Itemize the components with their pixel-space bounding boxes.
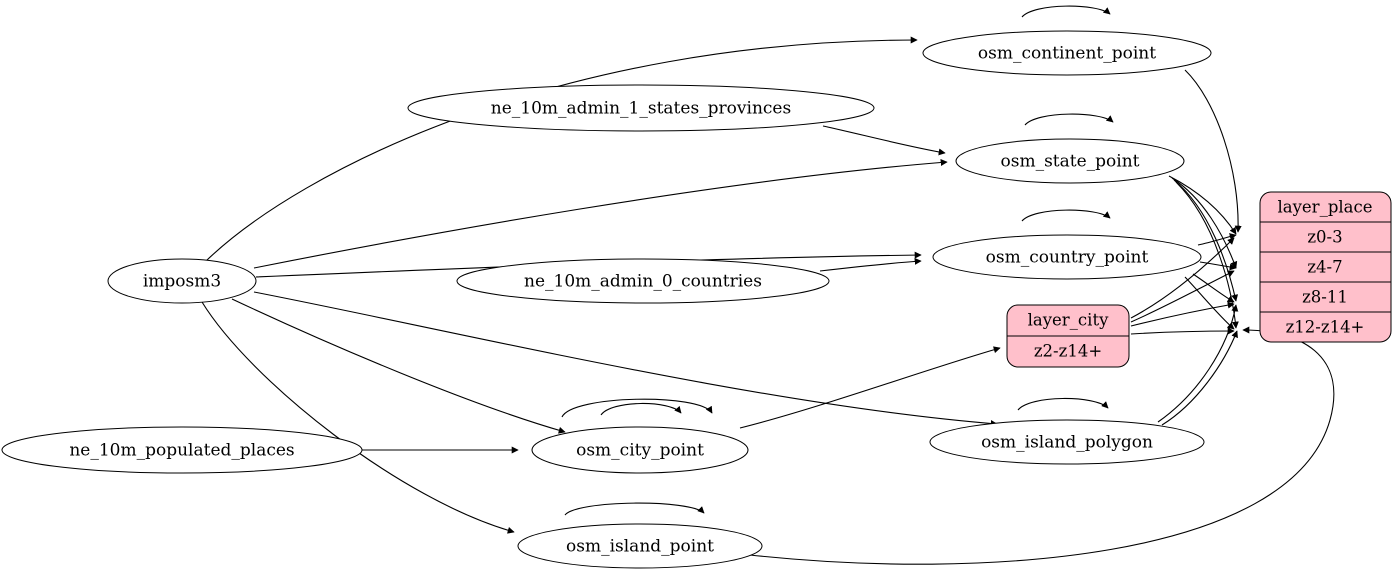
edge-osm_country_point-layer_place-z8-11 [1192, 273, 1235, 303]
node-layer_place[interactable]: layer_place z0-3 z4-7 z8-11 z12-z14+ [1259, 191, 1392, 343]
edge-osm_island_polygon-layer_place-b [1157, 304, 1239, 423]
edge-osm_country_point-layer_place-z12-z14 [1184, 276, 1235, 330]
edge-self-osm_country_point [1021, 209, 1111, 222]
record-row-layer_city-z2-z14plus[interactable]: z2-z14+ [1034, 342, 1102, 361]
edge-ne_countries-osm_country_point [819, 257, 922, 272]
edge-layer_city-layer_place-z8-11 [1130, 301, 1235, 327]
node-ne_10m_admin_0_countries[interactable]: ne_10m_admin_0_countries [456, 258, 830, 304]
edge-osm_country_point-layer_place-z0-3 [1197, 233, 1237, 246]
edge-imposm3-osm_city_point [231, 298, 566, 434]
edge-osm_country_point-layer_place-z4-7 [1199, 261, 1237, 271]
edge-self-inner-osm_city_point [600, 402, 682, 416]
record-row-layer_place-z8-11[interactable]: z8-11 [1302, 288, 1348, 307]
node-label-osm_island_polygon: osm_island_polygon [981, 433, 1153, 453]
edge-layer_city-layer_place-z12-z14 [1130, 327, 1235, 335]
record-row-layer_place-z4-7[interactable]: z4-7 [1307, 258, 1342, 277]
node-label-ne_10m_admin_0_countries: ne_10m_admin_0_countries [524, 272, 762, 292]
edge-osm_continent_point-layer_place [1184, 69, 1242, 233]
node-label-osm_city_point: osm_city_point [576, 441, 704, 461]
record-row-layer_place-z12-z14plus[interactable]: z12-z14+ [1286, 318, 1365, 337]
edge-layer [201, 5, 1335, 565]
record-title-layer_place: layer_place [1277, 198, 1372, 217]
edge-imposm3-osm_island_polygon [253, 291, 998, 427]
node-osm_island_point[interactable]: osm_island_point [517, 523, 763, 569]
node-osm_continent_point[interactable]: osm_continent_point [922, 30, 1212, 76]
record-layer: layer_place z0-3 z4-7 z8-11 z12-z14+ lay… [1006, 191, 1392, 368]
node-osm_state_point[interactable]: osm_state_point [955, 138, 1185, 184]
node-layer_city[interactable]: layer_city z2-z14+ [1006, 304, 1130, 368]
node-osm_city_point[interactable]: osm_city_point [531, 426, 749, 474]
node-ne_10m_admin_1_states_provinces[interactable]: ne_10m_admin_1_states_provinces [407, 84, 875, 132]
node-label-imposm3: imposm3 [143, 272, 221, 292]
node-layer: imposm3 ne_10m_admin_1_states_provinces … [1, 30, 1212, 569]
edge-self-osm_island_polygon [1017, 397, 1109, 411]
edge-self-outer-osm_city_point [561, 398, 713, 418]
node-label-osm_continent_point: osm_continent_point [978, 44, 1156, 64]
node-label-ne_10m_populated_places: ne_10m_populated_places [69, 441, 294, 461]
edge-imposm3-osm_continent_point [205, 36, 918, 262]
edge-osm_state_point-layer_place-z4-7 [1171, 177, 1238, 269]
edge-osm_island_polygon-layer_place-a [1161, 330, 1238, 426]
edge-ne_states-osm_state_point [822, 125, 946, 156]
record-row-layer_place-z0-3[interactable]: z0-3 [1307, 228, 1342, 247]
edge-imposm3-osm_island_point [201, 301, 515, 534]
edge-osm_island_point-layer_place [749, 326, 1335, 565]
record-title-layer_city: layer_city [1028, 311, 1109, 330]
node-imposm3[interactable]: imposm3 [107, 258, 257, 304]
node-label-osm_state_point: osm_state_point [1001, 152, 1140, 172]
edge-osm_state_point-layer_place-z8-11 [1173, 179, 1239, 302]
edge-layer_city-layer_place-z0-3 [1130, 237, 1235, 319]
node-label-ne_10m_admin_1_states_provinces: ne_10m_admin_1_states_provinces [491, 99, 791, 119]
edge-self-osm_island_point [564, 502, 705, 516]
edge-osm_state_point-layer_place-z0-3 [1168, 175, 1237, 235]
node-label-osm_country_point: osm_country_point [986, 248, 1149, 268]
edge-imposm3-osm_state_point [253, 159, 948, 269]
node-osm_country_point[interactable]: osm_country_point [932, 234, 1202, 280]
edge-self-osm_continent_point [1021, 5, 1111, 18]
node-osm_island_polygon[interactable]: osm_island_polygon [929, 419, 1205, 465]
edge-layer_city-layer_place-z4-7 [1130, 270, 1235, 323]
node-label-osm_island_point: osm_island_point [566, 537, 714, 557]
node-ne_10m_populated_places[interactable]: ne_10m_populated_places [1, 426, 363, 474]
edge-self-osm_state_point [1024, 113, 1114, 126]
edge-osm_city_point-layer_city [739, 346, 1001, 429]
